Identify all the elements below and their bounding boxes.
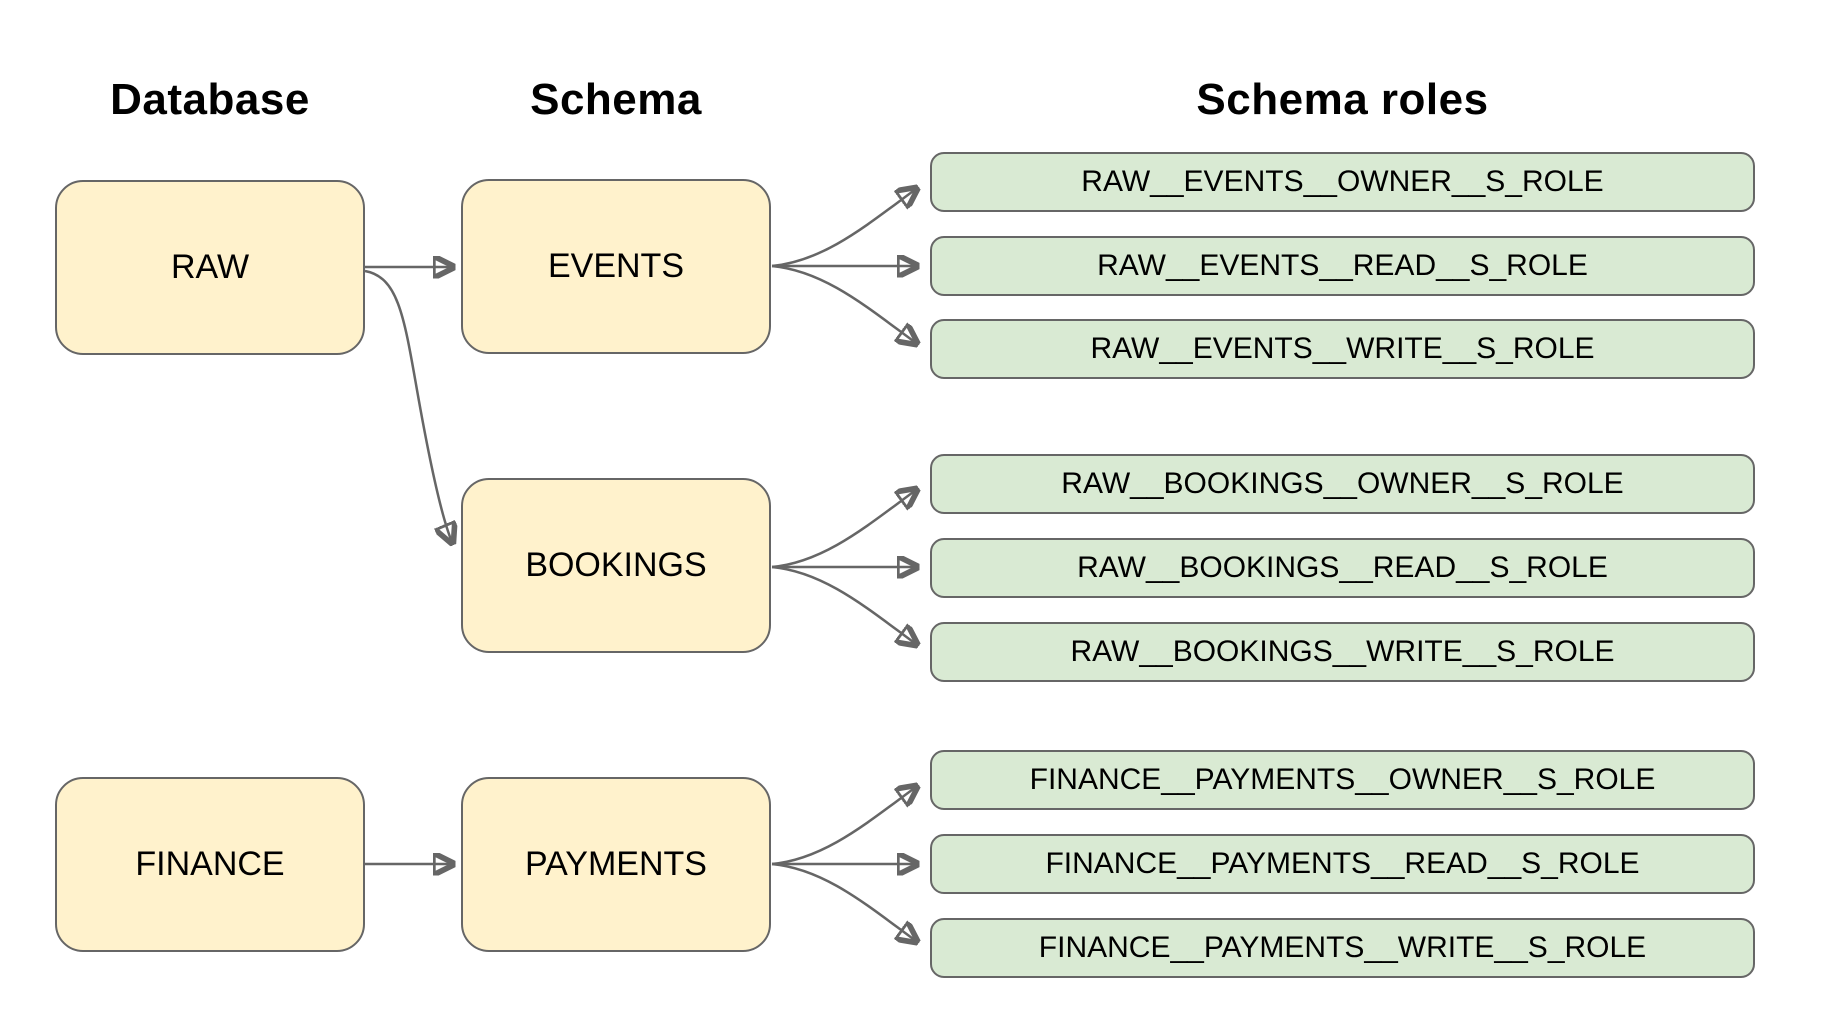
role-box-raw-bookings-write: RAW__BOOKINGS__WRITE__S_ROLE xyxy=(930,622,1755,682)
database-box-finance: FINANCE xyxy=(55,777,365,952)
schema-box-events: EVENTS xyxy=(461,179,771,354)
role-box-finance-payments-write: FINANCE__PAYMENTS__WRITE__S_ROLE xyxy=(930,918,1755,978)
arrow-payments-to-owner-role xyxy=(771,787,916,866)
arrow-bookings-to-write-role xyxy=(771,565,916,644)
role-box-raw-events-write: RAW__EVENTS__WRITE__S_ROLE xyxy=(930,319,1755,379)
arrow-events-to-write-role xyxy=(771,264,916,343)
schema-box-bookings: BOOKINGS xyxy=(461,478,771,653)
arrow-bookings-to-owner-role xyxy=(771,490,916,569)
role-box-finance-payments-owner: FINANCE__PAYMENTS__OWNER__S_ROLE xyxy=(930,750,1755,810)
role-box-raw-bookings-read: RAW__BOOKINGS__READ__S_ROLE xyxy=(930,538,1755,598)
column-header-schema-roles: Schema roles xyxy=(1196,75,1489,124)
database-box-raw: RAW xyxy=(55,180,365,355)
arrow-raw-to-bookings xyxy=(364,269,452,542)
arrow-events-to-owner-role xyxy=(771,189,916,268)
column-header-schema: Schema xyxy=(530,75,702,124)
schema-box-payments: PAYMENTS xyxy=(461,777,771,952)
arrow-payments-to-write-role xyxy=(771,862,916,941)
role-box-raw-bookings-owner: RAW__BOOKINGS__OWNER__S_ROLE xyxy=(930,454,1755,514)
column-header-database: Database xyxy=(110,75,310,124)
role-box-finance-payments-read: FINANCE__PAYMENTS__READ__S_ROLE xyxy=(930,834,1755,894)
role-box-raw-events-read: RAW__EVENTS__READ__S_ROLE xyxy=(930,236,1755,296)
role-box-raw-events-owner: RAW__EVENTS__OWNER__S_ROLE xyxy=(930,152,1755,212)
